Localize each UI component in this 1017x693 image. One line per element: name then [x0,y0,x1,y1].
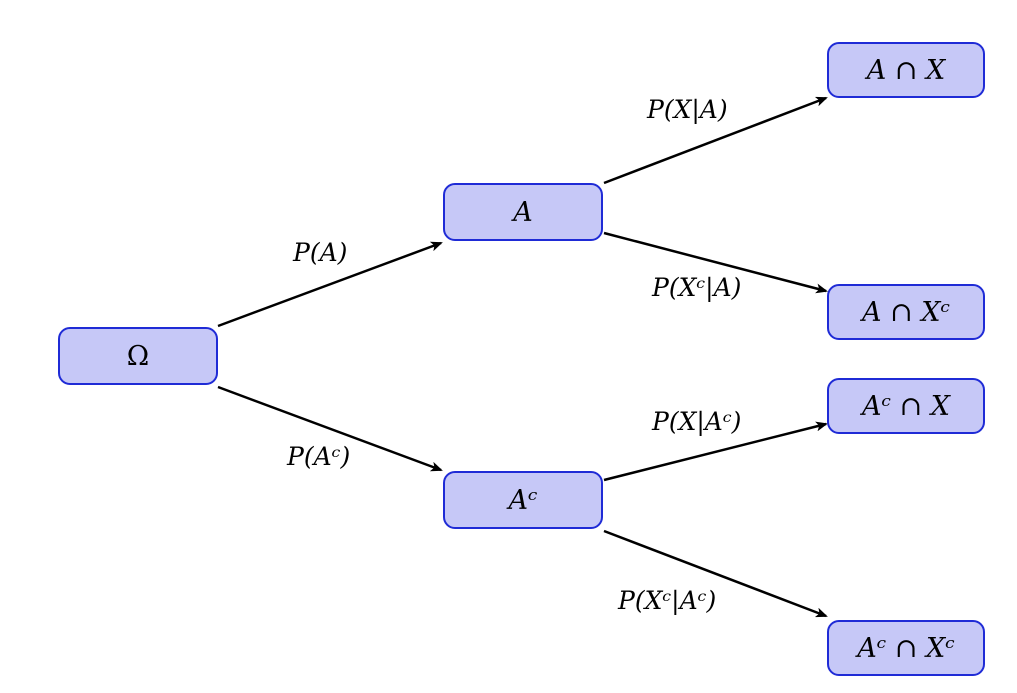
node-a-complement-and-x-complement-label: Aᶜ ∩ Xᶜ [857,632,955,664]
node-a-complement-and-x: Aᶜ ∩ X [827,378,985,434]
edge-ac-to-ac-and-x [603,421,828,482]
node-a-label: A [513,196,533,228]
edge-omega-to-a [217,241,443,328]
edge-label-p-x-complement-given-a: P(Xᶜ|A) [652,273,742,302]
node-a-complement-and-x-label: Aᶜ ∩ X [861,390,951,422]
node-a: A [443,183,603,241]
edge-a-to-a-and-x [603,96,828,185]
node-omega-label: Ω [126,340,150,372]
edge-label-p-x-complement-given-a-complement: P(Xᶜ|Aᶜ) [618,586,717,615]
node-a-and-x: A ∩ X [827,42,985,98]
node-a-complement: Aᶜ [443,471,603,529]
node-a-and-x-label: A ∩ X [866,54,946,86]
edge-label-p-x-given-a-complement: P(X|Aᶜ) [652,407,742,436]
edge-label-p-x-given-a: P(X|A) [647,95,728,124]
node-a-complement-and-x-complement: Aᶜ ∩ Xᶜ [827,620,985,676]
node-a-and-x-complement: A ∩ Xᶜ [827,284,985,340]
edge-label-p-a-complement: P(Aᶜ) [287,442,351,471]
node-omega: Ω [58,327,218,385]
edge-a-to-a-and-xc [603,231,828,294]
node-a-and-x-complement-label: A ∩ Xᶜ [861,296,951,328]
node-a-complement-label: Aᶜ [508,484,538,516]
edge-label-p-a: P(A) [293,238,348,267]
edge-ac-to-ac-and-xc [603,529,828,618]
edge-omega-to-ac [217,385,443,472]
